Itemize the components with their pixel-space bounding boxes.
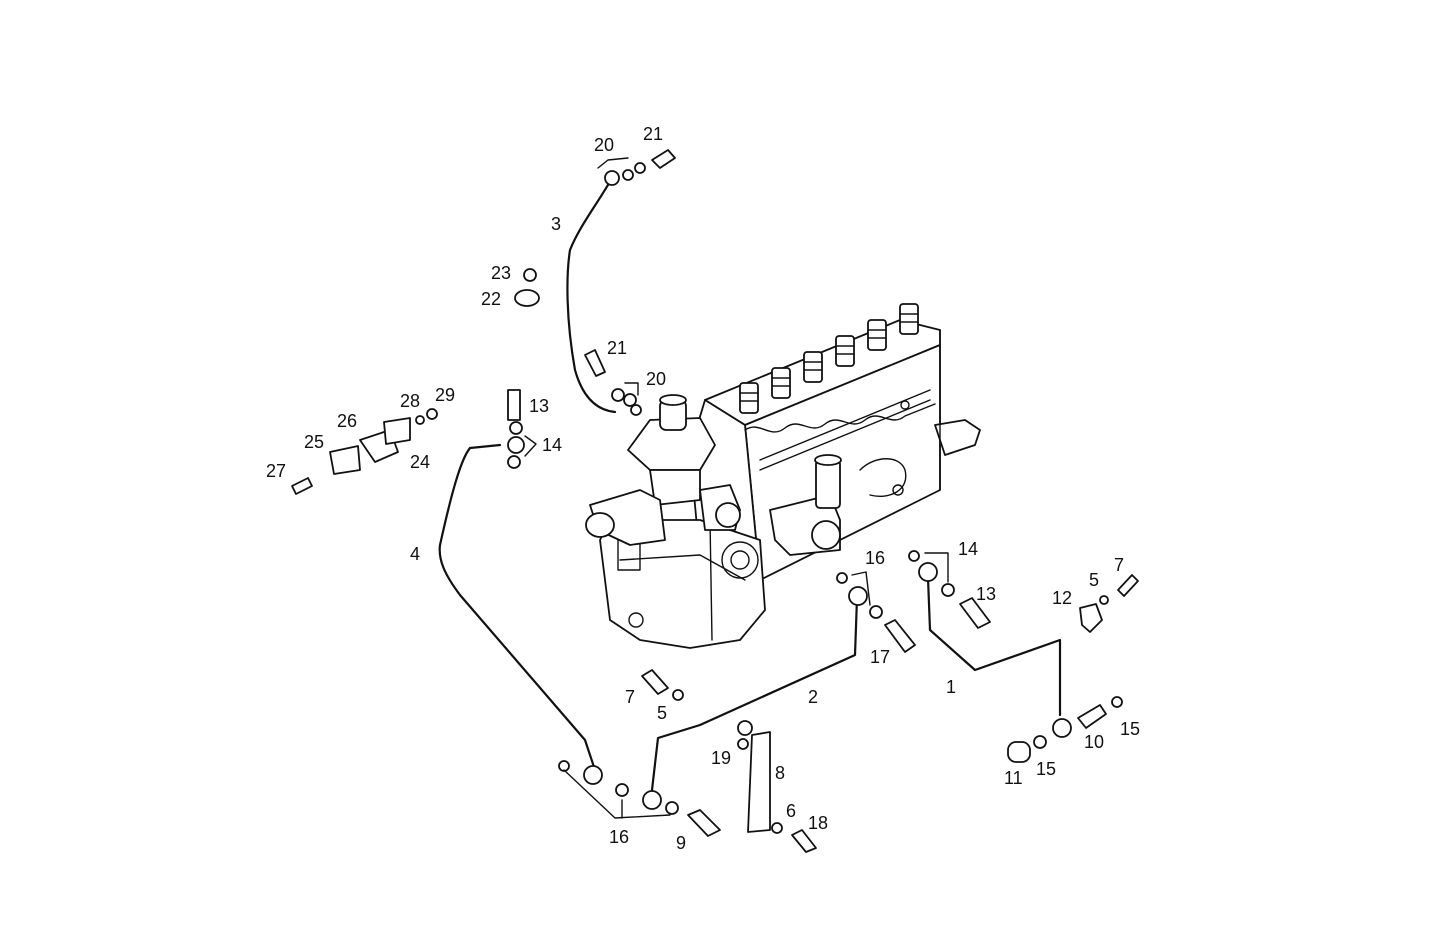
part-label-1: 1 [946, 677, 957, 697]
injection-pump-body [585, 303, 981, 649]
part-label-14-right: 14 [958, 539, 979, 559]
part-label-18: 18 [808, 813, 829, 833]
part-label-13-right: 13 [976, 584, 997, 604]
part-label-15-left: 15 [1036, 759, 1057, 779]
part-label-20-top: 20 [594, 135, 615, 155]
part-label-22: 22 [481, 289, 502, 309]
part-label-25: 25 [304, 432, 325, 452]
pipe-4 [438, 389, 603, 785]
part-label-27: 27 [266, 461, 287, 481]
part-label-29: 29 [435, 385, 456, 405]
part-label-15-right: 15 [1120, 719, 1141, 739]
part-label-16-bottom: 16 [609, 827, 630, 847]
part-label-21-top: 21 [643, 124, 664, 144]
part-label-24: 24 [410, 452, 431, 472]
small-hardware [291, 408, 1139, 853]
part-label-7-left: 7 [625, 687, 636, 707]
part-label-13-left: 13 [529, 396, 550, 416]
part-label-5-right: 5 [1089, 570, 1100, 590]
part-label-12: 12 [1052, 588, 1073, 608]
part-label-17: 17 [870, 647, 891, 667]
part-label-26: 26 [337, 411, 358, 431]
part-label-20-middle: 20 [646, 369, 667, 389]
part-label-19: 19 [711, 748, 732, 768]
pipe-3 [514, 149, 676, 416]
part-label-6: 6 [786, 801, 797, 821]
part-label-7-right: 7 [1114, 555, 1125, 575]
part-label-4: 4 [410, 544, 421, 564]
part-label-9: 9 [676, 833, 687, 853]
part-label-28: 28 [400, 391, 421, 411]
pipe-1 [908, 550, 1123, 763]
pipe-2 [615, 572, 916, 837]
part-label-5-left: 5 [657, 703, 668, 723]
part-label-16-top: 16 [865, 548, 886, 568]
part-label-2: 2 [808, 687, 819, 707]
part-label-21-middle: 21 [607, 338, 628, 358]
part-label-14-left: 14 [542, 435, 563, 455]
part-label-11: 11 [1004, 768, 1023, 788]
part-label-23: 23 [491, 263, 512, 283]
part-label-10: 10 [1084, 732, 1105, 752]
part-label-8: 8 [775, 763, 786, 783]
leader-lines [524, 157, 949, 819]
part-label-3: 3 [551, 214, 562, 234]
